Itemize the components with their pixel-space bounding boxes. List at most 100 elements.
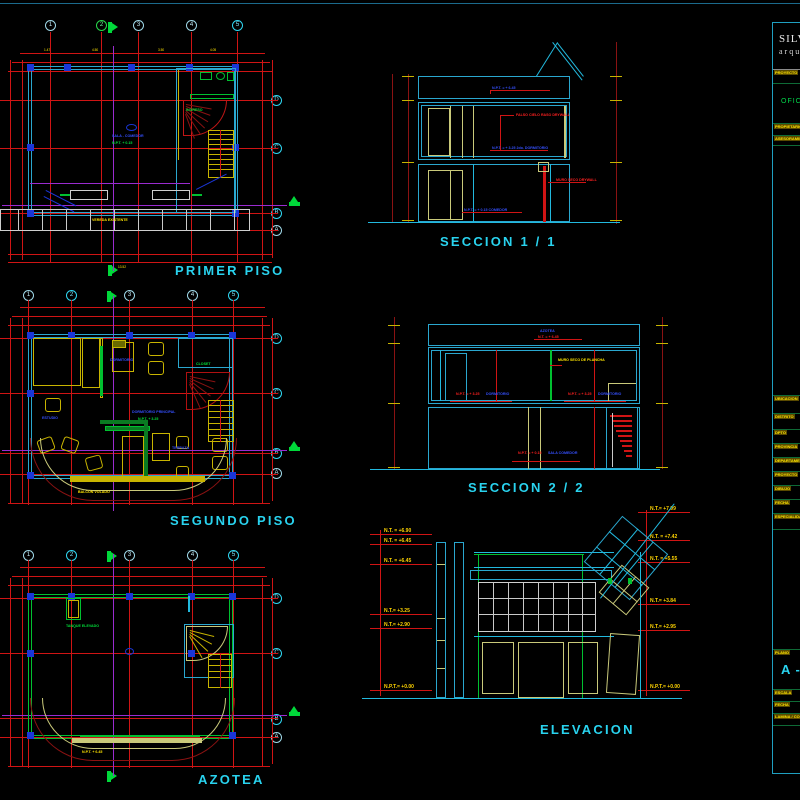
stair-step-5 (209, 154, 233, 155)
sec2-note-muro-plancha: MURO SECO DE PLANCHA (558, 358, 605, 362)
title-block-row-dibujo: DIBUJO (773, 486, 800, 500)
sec1-leader-1 (490, 90, 550, 91)
elev-rlvl-5 (638, 630, 690, 631)
title-block-row-propietario: PROPIETARIO (773, 124, 800, 136)
elev-door-3 (568, 642, 598, 694)
sec2-storey1-outer (428, 407, 640, 469)
section-marker-1-top (106, 21, 119, 34)
dim-2-line-left-1 (10, 318, 11, 503)
note-balcon-volado: BALCON VOLADO (78, 490, 110, 494)
grid-bubble-col-1: 1 (45, 20, 56, 31)
sec2-lvl-tick-4 (388, 467, 400, 468)
sec2-stair-box (606, 407, 638, 469)
stair-2-step-3 (209, 417, 233, 418)
sec1-leader-v1 (490, 90, 491, 94)
sec2-note-azotea: AZOTEA (540, 329, 555, 333)
dim-2-line-right-1 (262, 318, 263, 503)
paving-joint-3 (66, 209, 67, 231)
grid-line-col-4 (191, 32, 192, 262)
column-2-1 (27, 332, 34, 339)
paving-joint-6 (138, 209, 139, 231)
sec1-roof-band (418, 76, 570, 99)
section-marker-1-bottom (106, 264, 119, 277)
ceiling-feature-circle (126, 124, 137, 131)
axis-horizontal-center (2, 205, 287, 206)
paving-joint-8 (186, 209, 187, 231)
grid-2-row-c (0, 393, 278, 394)
grid-line-row-b (0, 213, 278, 214)
dim-text-top-1: 1.47 (44, 48, 51, 52)
sec1-lvl-tick-3 (402, 162, 414, 163)
field-caption-asesoramiento: ASESORAMIENTO (774, 136, 800, 141)
stair-step-8 (209, 169, 233, 170)
section-marker-3-right (288, 706, 301, 719)
dim-3-left-1 (10, 578, 11, 766)
stair-step-6 (209, 159, 233, 160)
entrance-step-right (152, 190, 190, 200)
paving-joint-4 (90, 209, 91, 231)
sec1-leader-4 (548, 182, 586, 183)
elev-door-1 (482, 642, 514, 694)
note-vereda-existente: VEREDA EXISTENTE (92, 218, 128, 222)
entrance-door-left (60, 194, 70, 196)
elev-door-2 (518, 642, 564, 698)
elev-llvl-vrule (380, 530, 381, 696)
field-caption-provincia: PROVINCIA (774, 444, 799, 449)
field-caption-proyecto-2: PROYECTO (774, 472, 799, 477)
paving-joint-9 (210, 209, 211, 231)
roof-rail-band (72, 738, 202, 743)
sheet-code: A - 01 (781, 662, 800, 677)
partition-green-horiz (100, 420, 148, 424)
sec2-rlvl-tick-4 (656, 467, 668, 468)
title-block-row-ubicacion: UBICACION (773, 396, 800, 414)
sec2-note-level-325-a: N.P.T. = + 3.25 (456, 392, 480, 396)
sec2-stair-step-6 (620, 440, 632, 442)
grid-bubble-col-3: 3 (133, 20, 144, 31)
elev-blade-band-3 (437, 640, 445, 641)
view-title-azotea: AZOTEA (198, 772, 265, 787)
tanque-elevado-inner (68, 600, 79, 618)
room-label-dormitorio: DORMITORIO (110, 358, 134, 362)
sec1-note-level-015: N.P.T. = + 0.15 COMEDOR (464, 208, 508, 212)
sec1-column-cap (538, 162, 549, 172)
sec2-lvl-tick-2 (388, 343, 400, 344)
elev-cw-v7 (582, 582, 583, 632)
grid-line-col-1 (50, 32, 51, 262)
roof-drain-circle (125, 648, 134, 655)
column-8 (232, 210, 239, 217)
elev-level-left-2: N.T. = +6.45 (384, 538, 412, 544)
stair-step-4 (209, 149, 233, 150)
section-marker-3-bottom (105, 770, 118, 783)
sec2-stair-step-8 (624, 450, 632, 452)
fixture-lavatorio (216, 72, 225, 80)
furniture-nightstand (112, 340, 126, 348)
sec2-note-sala-comedor: SALA COMEDOR (548, 451, 578, 455)
sec1-rlvl-tick-2 (610, 100, 622, 101)
field-caption-plano: PLANO (774, 650, 790, 655)
elev-blade-2 (454, 542, 464, 698)
title-block-row-proyecto-value: OFICINAS (773, 84, 800, 124)
field-caption-propietario: PROPIETARIO (774, 124, 800, 129)
sec1-lvl-tick-2 (402, 100, 414, 101)
sec1-left-level-rule (392, 74, 393, 222)
grid-line-row-c (0, 148, 278, 149)
elev-level-right-4: N.T.= +3.84 (650, 598, 676, 604)
sec2-note-level-645: N.T. = + 6.45 (538, 335, 559, 339)
logo-firm-tagline: a r q u i t e c t o s (779, 47, 800, 56)
grid-3-col-4 (192, 560, 193, 768)
field-caption-departamento: DEPARTAMENTO (774, 458, 800, 463)
title-block-row-distrito: DISTRITO (773, 414, 800, 430)
elev-rlvl-2 (638, 540, 690, 541)
counter-top (190, 94, 234, 99)
view-title-seccion-2: SECCION 2 / 2 (468, 480, 585, 495)
dim-line-left-1 (10, 60, 11, 260)
sec1-storey2-inner (421, 105, 567, 157)
dim-3-left-2 (22, 578, 23, 766)
elev-rlvl-3 (638, 562, 690, 563)
paving-joint-5 (114, 209, 115, 231)
stair-step-1 (209, 134, 233, 135)
sec1-rlvl-tick-3 (610, 162, 622, 163)
entrance-step-left (70, 190, 108, 200)
room-label-sala-comedor: SALA - COMEDOR (112, 134, 144, 138)
